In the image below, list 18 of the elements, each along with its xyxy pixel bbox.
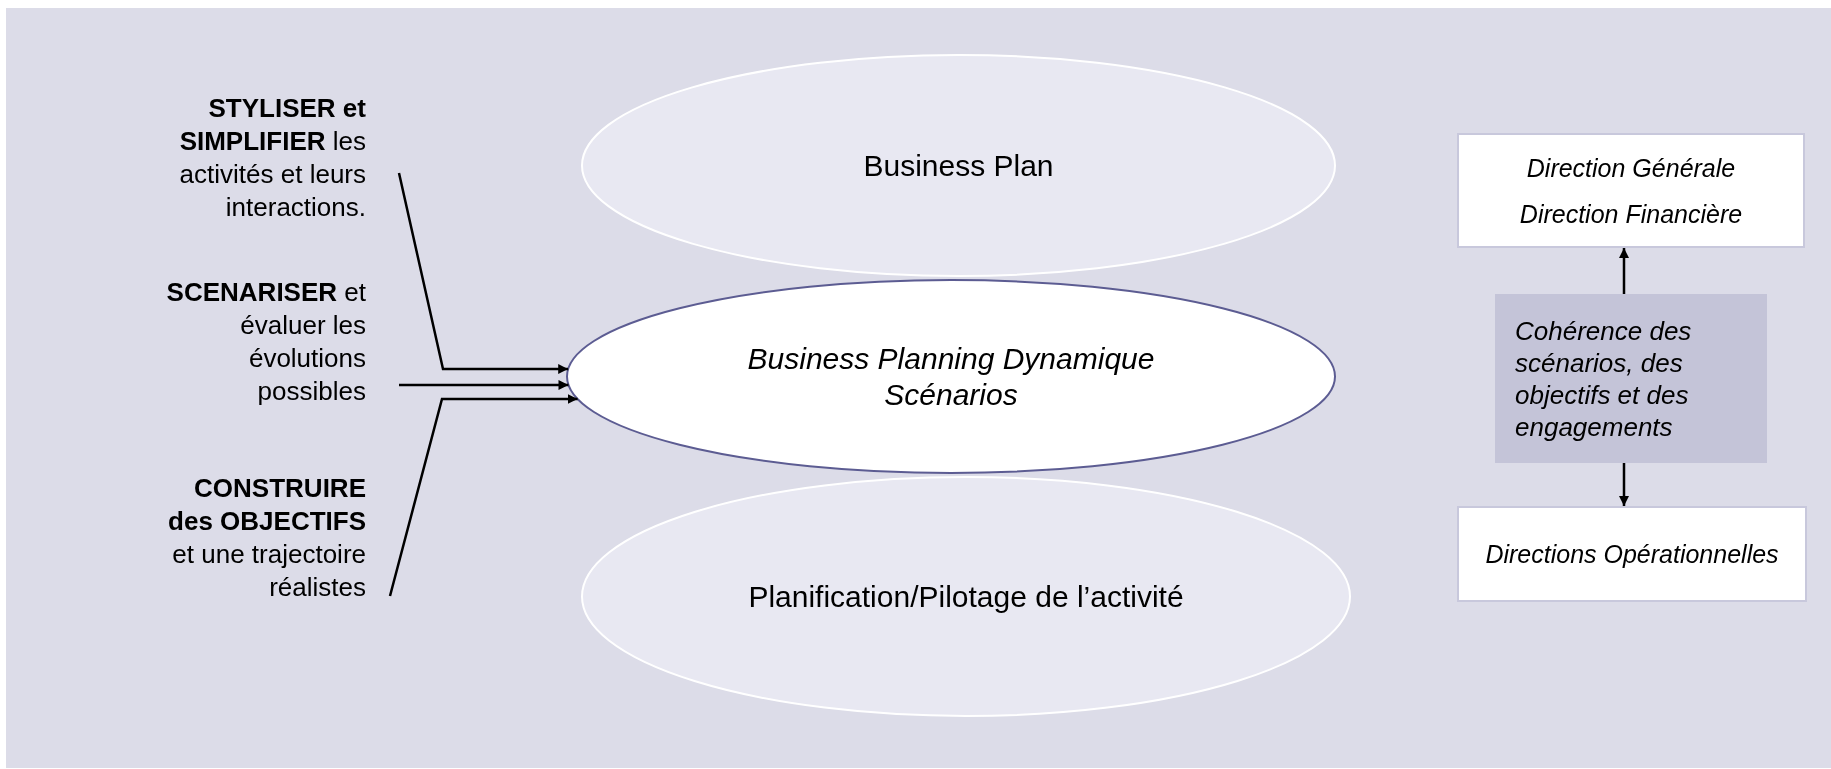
box-label: Direction Financière [1519,198,1743,229]
text-box [1495,294,1767,463]
box-label: Directions Opérationnelles [1485,539,1779,569]
annotation-text: STYLISER et SIMPLIFIER les activités et leurs interactions. [142,92,366,228]
arrow [1619,248,1629,294]
ellipse-label: Business Planning Dynamique Scénarios [746,340,1156,413]
arrow [388,394,578,597]
ellipse-label: Business Plan [863,147,1054,184]
ellipse-label: Planification/Pilotage de l’activité [748,578,1184,615]
annotation-text: CONSTRUIRE des OBJECTIFS et une trajectoire réalistes [146,472,366,608]
arrow [1619,463,1629,506]
annotation-text: SCENARISER et évaluer les évolutions possibles [146,276,366,412]
arrow [399,380,569,390]
arrow [397,172,569,374]
box-label: Direction Générale [1526,152,1736,183]
box-label: Cohérence des scénarios, des objectifs et des engagements [1515,314,1693,443]
text-box [1457,133,1805,248]
text-box [1457,506,1807,602]
